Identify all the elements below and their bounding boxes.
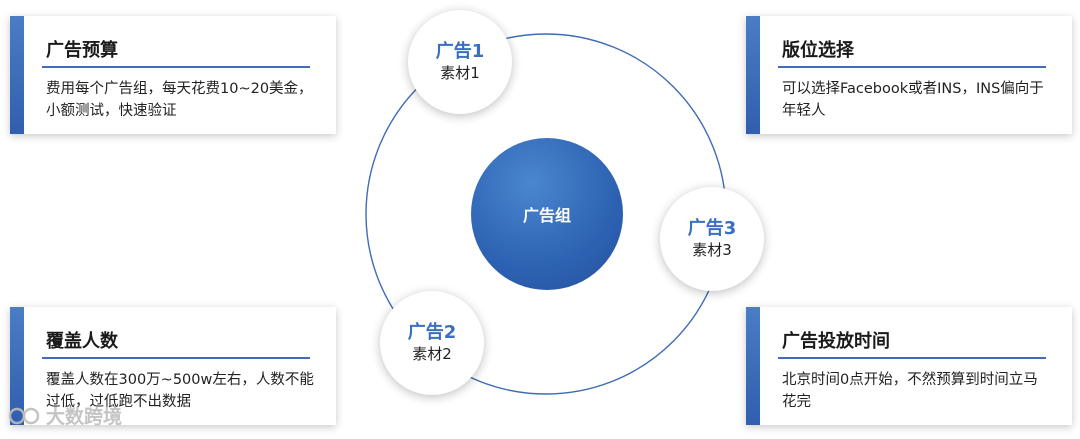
card-title: 版位选择 bbox=[782, 40, 854, 61]
node-ad-1: 广告1 素材1 bbox=[408, 10, 512, 114]
card-divider bbox=[778, 66, 1046, 68]
card-divider bbox=[42, 66, 310, 68]
node-ad-2: 广告2 素材2 bbox=[380, 291, 484, 395]
node-title: 广告2 bbox=[407, 322, 457, 343]
card-accent-bar bbox=[746, 307, 760, 425]
center-label: 广告组 bbox=[522, 206, 571, 225]
card-title: 覆盖人数 bbox=[46, 331, 118, 352]
card-text: 费用每个广告组，每天花费10~20美金，小额测试，快速验证 bbox=[46, 81, 313, 119]
card-reach: 覆盖人数 覆盖人数在300万~500w左右，人数不能过低，过低跑不出数据 bbox=[10, 307, 336, 425]
card-accent-bar bbox=[10, 16, 24, 134]
card-divider bbox=[778, 357, 1046, 359]
node-subtitle: 素材3 bbox=[692, 241, 732, 259]
card-text: 可以选择Facebook或者INS，INS偏向于年轻人 bbox=[782, 81, 1044, 119]
card-ad-budget: 广告预算 费用每个广告组，每天花费10~20美金，小额测试，快速验证 bbox=[10, 16, 336, 134]
card-title: 广告投放时间 bbox=[782, 331, 890, 352]
node-title: 广告1 bbox=[435, 41, 485, 62]
watermark: 大数跨境 bbox=[8, 402, 122, 429]
card-divider bbox=[42, 357, 310, 359]
card-placement: 版位选择 可以选择Facebook或者INS，INS偏向于年轻人 bbox=[746, 16, 1072, 134]
watermark-logo-icon bbox=[8, 407, 40, 424]
card-schedule: 广告投放时间 北京时间0点开始，不然预算到时间立马花完 bbox=[746, 307, 1072, 425]
center-ad-group: 广告组 bbox=[471, 138, 623, 290]
node-ad-3: 广告3 素材3 bbox=[660, 187, 764, 291]
watermark-text: 大数跨境 bbox=[46, 406, 123, 428]
card-accent-bar bbox=[746, 16, 760, 134]
card-accent-bar bbox=[10, 307, 24, 425]
card-text: 北京时间0点开始，不然预算到时间立马花完 bbox=[782, 372, 1038, 410]
card-title: 广告预算 bbox=[46, 40, 118, 61]
node-title: 广告3 bbox=[687, 218, 737, 239]
node-subtitle: 素材2 bbox=[412, 345, 452, 363]
card-text: 覆盖人数在300万~500w左右，人数不能过低，过低跑不出数据 bbox=[46, 372, 314, 410]
node-subtitle: 素材1 bbox=[440, 64, 480, 82]
